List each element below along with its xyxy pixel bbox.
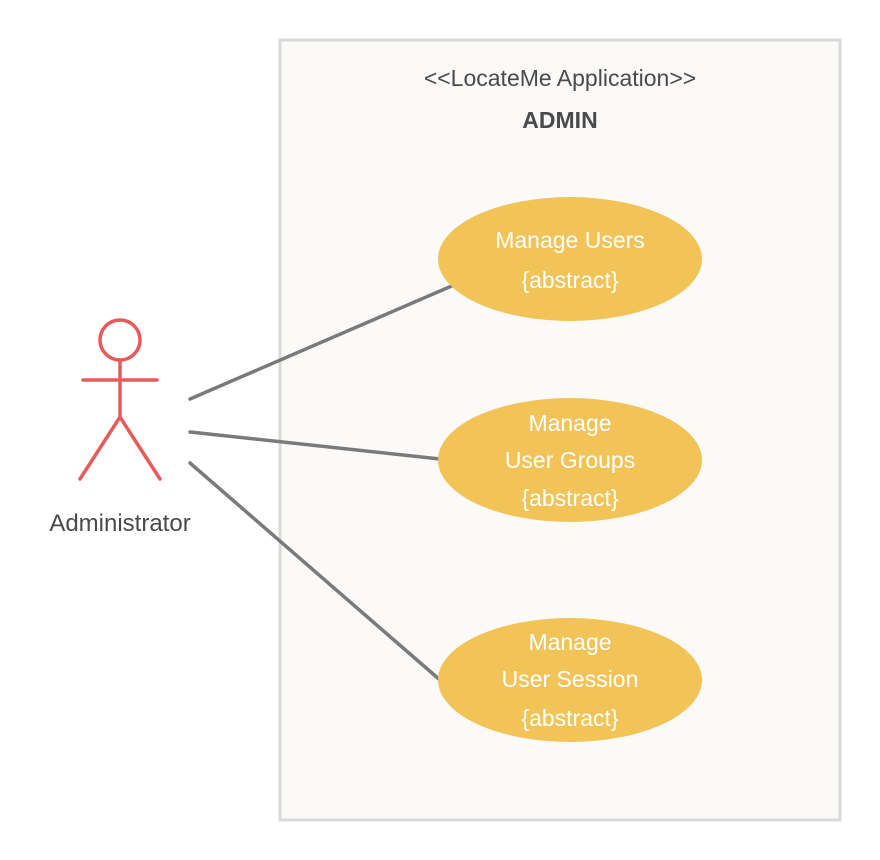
use-case-ellipse[interactable] [438,398,702,522]
association-manage-user-groups [188,430,442,461]
association-manage-user-session [188,461,442,682]
use-case-label: Manage Users [495,227,645,253]
system-title: ADMIN [522,107,597,133]
use-case-label: Manage [528,410,611,436]
use-case-label-line2: User Groups [505,447,635,473]
use-case-stereotype: {abstract} [521,267,618,293]
use-case-label-line2: User Session [502,666,639,692]
use-case-ellipse[interactable] [438,197,702,321]
associations [188,283,456,682]
use-case-manage-user-groups[interactable]: Manage User Groups {abstract} [438,398,702,522]
use-case-stereotype: {abstract} [521,485,618,511]
use-case-label: Manage [528,629,611,655]
actor-right-leg [118,415,162,481]
actor-left-leg [78,415,122,481]
use-case-stereotype: {abstract} [521,705,618,731]
use-case-manage-user-session[interactable]: Manage User Session {abstract} [438,618,702,742]
actor-head [98,318,142,362]
actor-administrator[interactable]: Administrator [49,318,191,537]
use-case-ellipse[interactable] [438,618,702,742]
system-stereotype: <<LocateMe Application>> [424,65,696,91]
association-manage-users [188,283,456,401]
actor-label: Administrator [49,510,190,537]
use-case-manage-users[interactable]: Manage Users {abstract} [438,197,702,321]
